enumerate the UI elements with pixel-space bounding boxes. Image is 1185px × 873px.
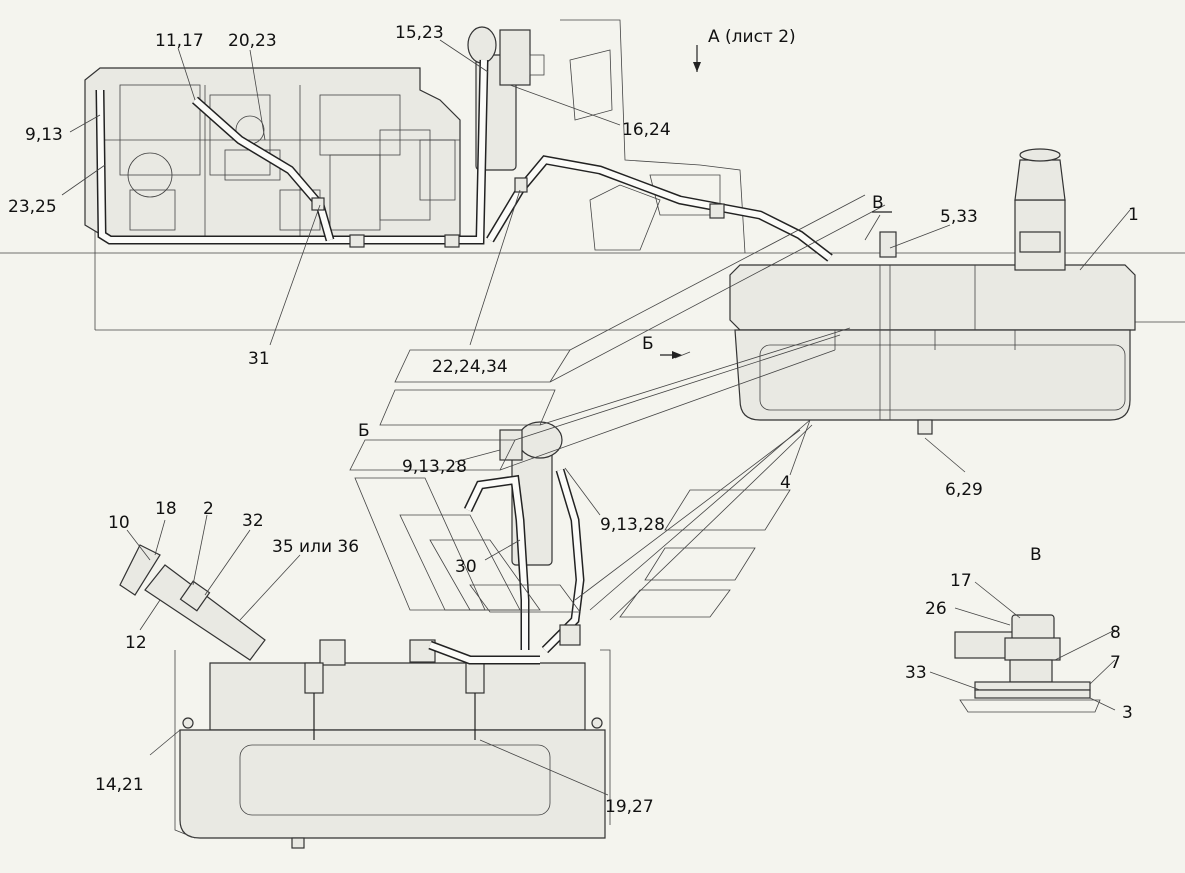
label-19-27: 19,27	[605, 797, 654, 817]
label-8: 8	[1110, 623, 1121, 643]
label-22-24-34: 22,24,34	[432, 357, 508, 377]
transmission-block	[84, 67, 461, 241]
filler-neck	[119, 544, 266, 661]
fuel-filter-lower	[428, 421, 585, 665]
label-7: 7	[1110, 653, 1121, 673]
label-6-29: 6,29	[945, 480, 983, 500]
label-9-13-28-right: 9,13,28	[600, 515, 665, 535]
label-1: 1	[1128, 205, 1139, 225]
label-10: 10	[108, 513, 130, 533]
label-b-section: Б	[358, 421, 370, 441]
label-32: 32	[242, 511, 264, 531]
label-20-23: 20,23	[228, 31, 277, 51]
label-5-33: 5,33	[940, 207, 978, 227]
label-16-24: 16,24	[622, 120, 671, 140]
label-9-13: 9,13	[25, 125, 63, 145]
label-26: 26	[925, 599, 947, 619]
label-17: 17	[950, 571, 972, 591]
detail-view-v	[954, 614, 1101, 713]
leader-lines	[61, 39, 1131, 796]
label-2: 2	[203, 499, 214, 519]
view-arrows	[660, 45, 892, 359]
fuel-lines-top	[95, 59, 833, 262]
label-11-17: 11,17	[155, 31, 204, 51]
fuel-tank-lower	[174, 639, 611, 849]
label-35-or-36: 35 или 36	[272, 537, 359, 557]
label-4: 4	[780, 473, 791, 493]
projection-lines	[499, 194, 886, 621]
label-31: 31	[248, 349, 270, 369]
label-15-23: 15,23	[395, 23, 444, 43]
fuel-tank-main	[729, 148, 1136, 435]
label-3: 3	[1122, 703, 1133, 723]
label-18: 18	[155, 499, 177, 519]
label-view-v-marker: В	[872, 193, 884, 213]
label-33: 33	[905, 663, 927, 683]
label-detail-v: В	[1030, 545, 1042, 565]
label-b-arrow: Б	[642, 334, 654, 354]
label-9-13-28-left: 9,13,28	[402, 457, 467, 477]
label-30: 30	[455, 557, 477, 577]
label-23-25: 23,25	[8, 197, 57, 217]
callout-labels: 11,17 20,23 15,23 А (лист 2) 9,13 23,25 …	[8, 23, 1139, 817]
label-a-sheet-2: А (лист 2)	[708, 27, 796, 47]
label-14-21: 14,21	[95, 775, 144, 795]
label-12: 12	[125, 633, 147, 653]
